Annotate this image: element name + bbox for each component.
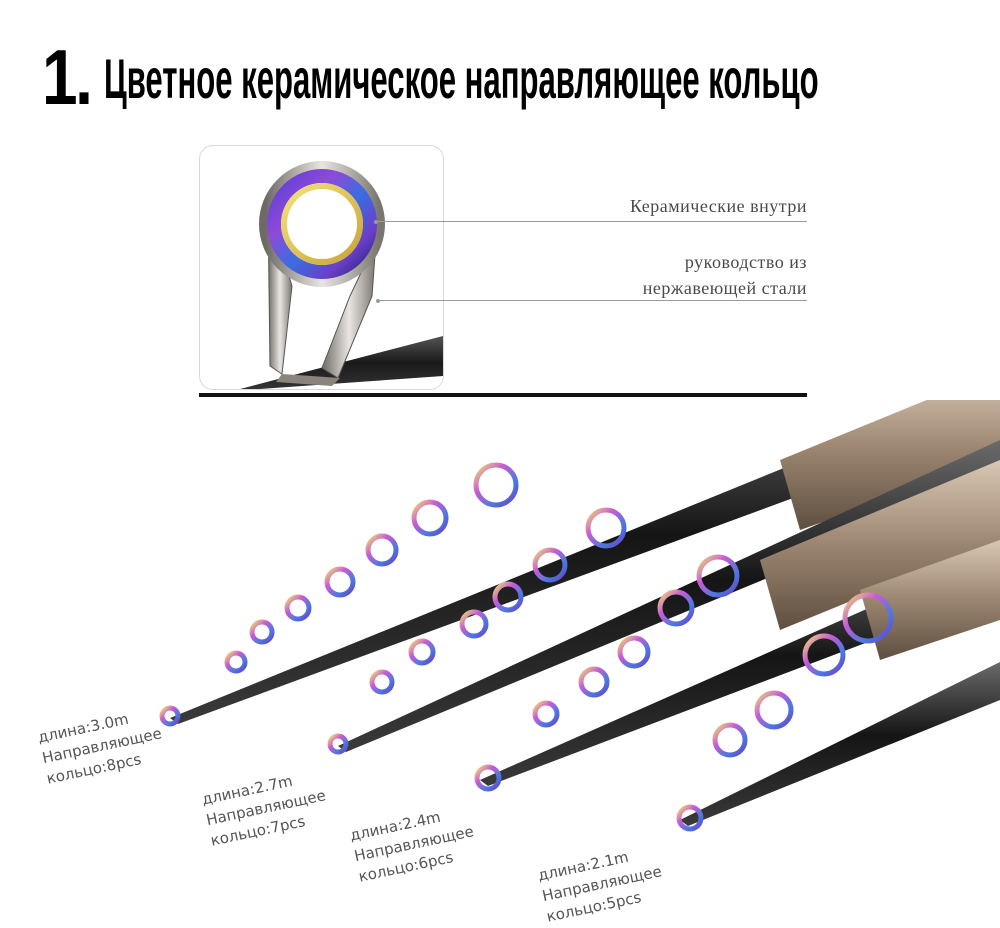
guide-ring-closeup-image (240, 161, 443, 389)
heading: 1. Цветное керамическое направляющее кол… (0, 30, 1000, 125)
rod-3-0m (159, 400, 1000, 727)
section-divider (199, 393, 807, 397)
callout-steel-line2: нержавеющей стали (642, 278, 807, 298)
guide-ring-closeup (199, 145, 444, 390)
callout-line-steel (378, 300, 807, 301)
rod-2-1m (676, 592, 1000, 832)
heading-number: 1. (42, 33, 93, 121)
heading-title: Цветное керамическое направляющее кольцо (104, 47, 819, 110)
callout-steel: руководство из нержавеющей стали (540, 249, 807, 301)
fishing-rods-image (159, 400, 1000, 832)
callout-ceramic-text: Керамические внутри (629, 196, 807, 216)
callout-steel-line1: руководство из (684, 252, 807, 272)
rod-2-4m (474, 540, 1000, 792)
callout-line-ceramic (378, 221, 807, 222)
callout-ceramic: Керамические внутри (540, 193, 807, 219)
